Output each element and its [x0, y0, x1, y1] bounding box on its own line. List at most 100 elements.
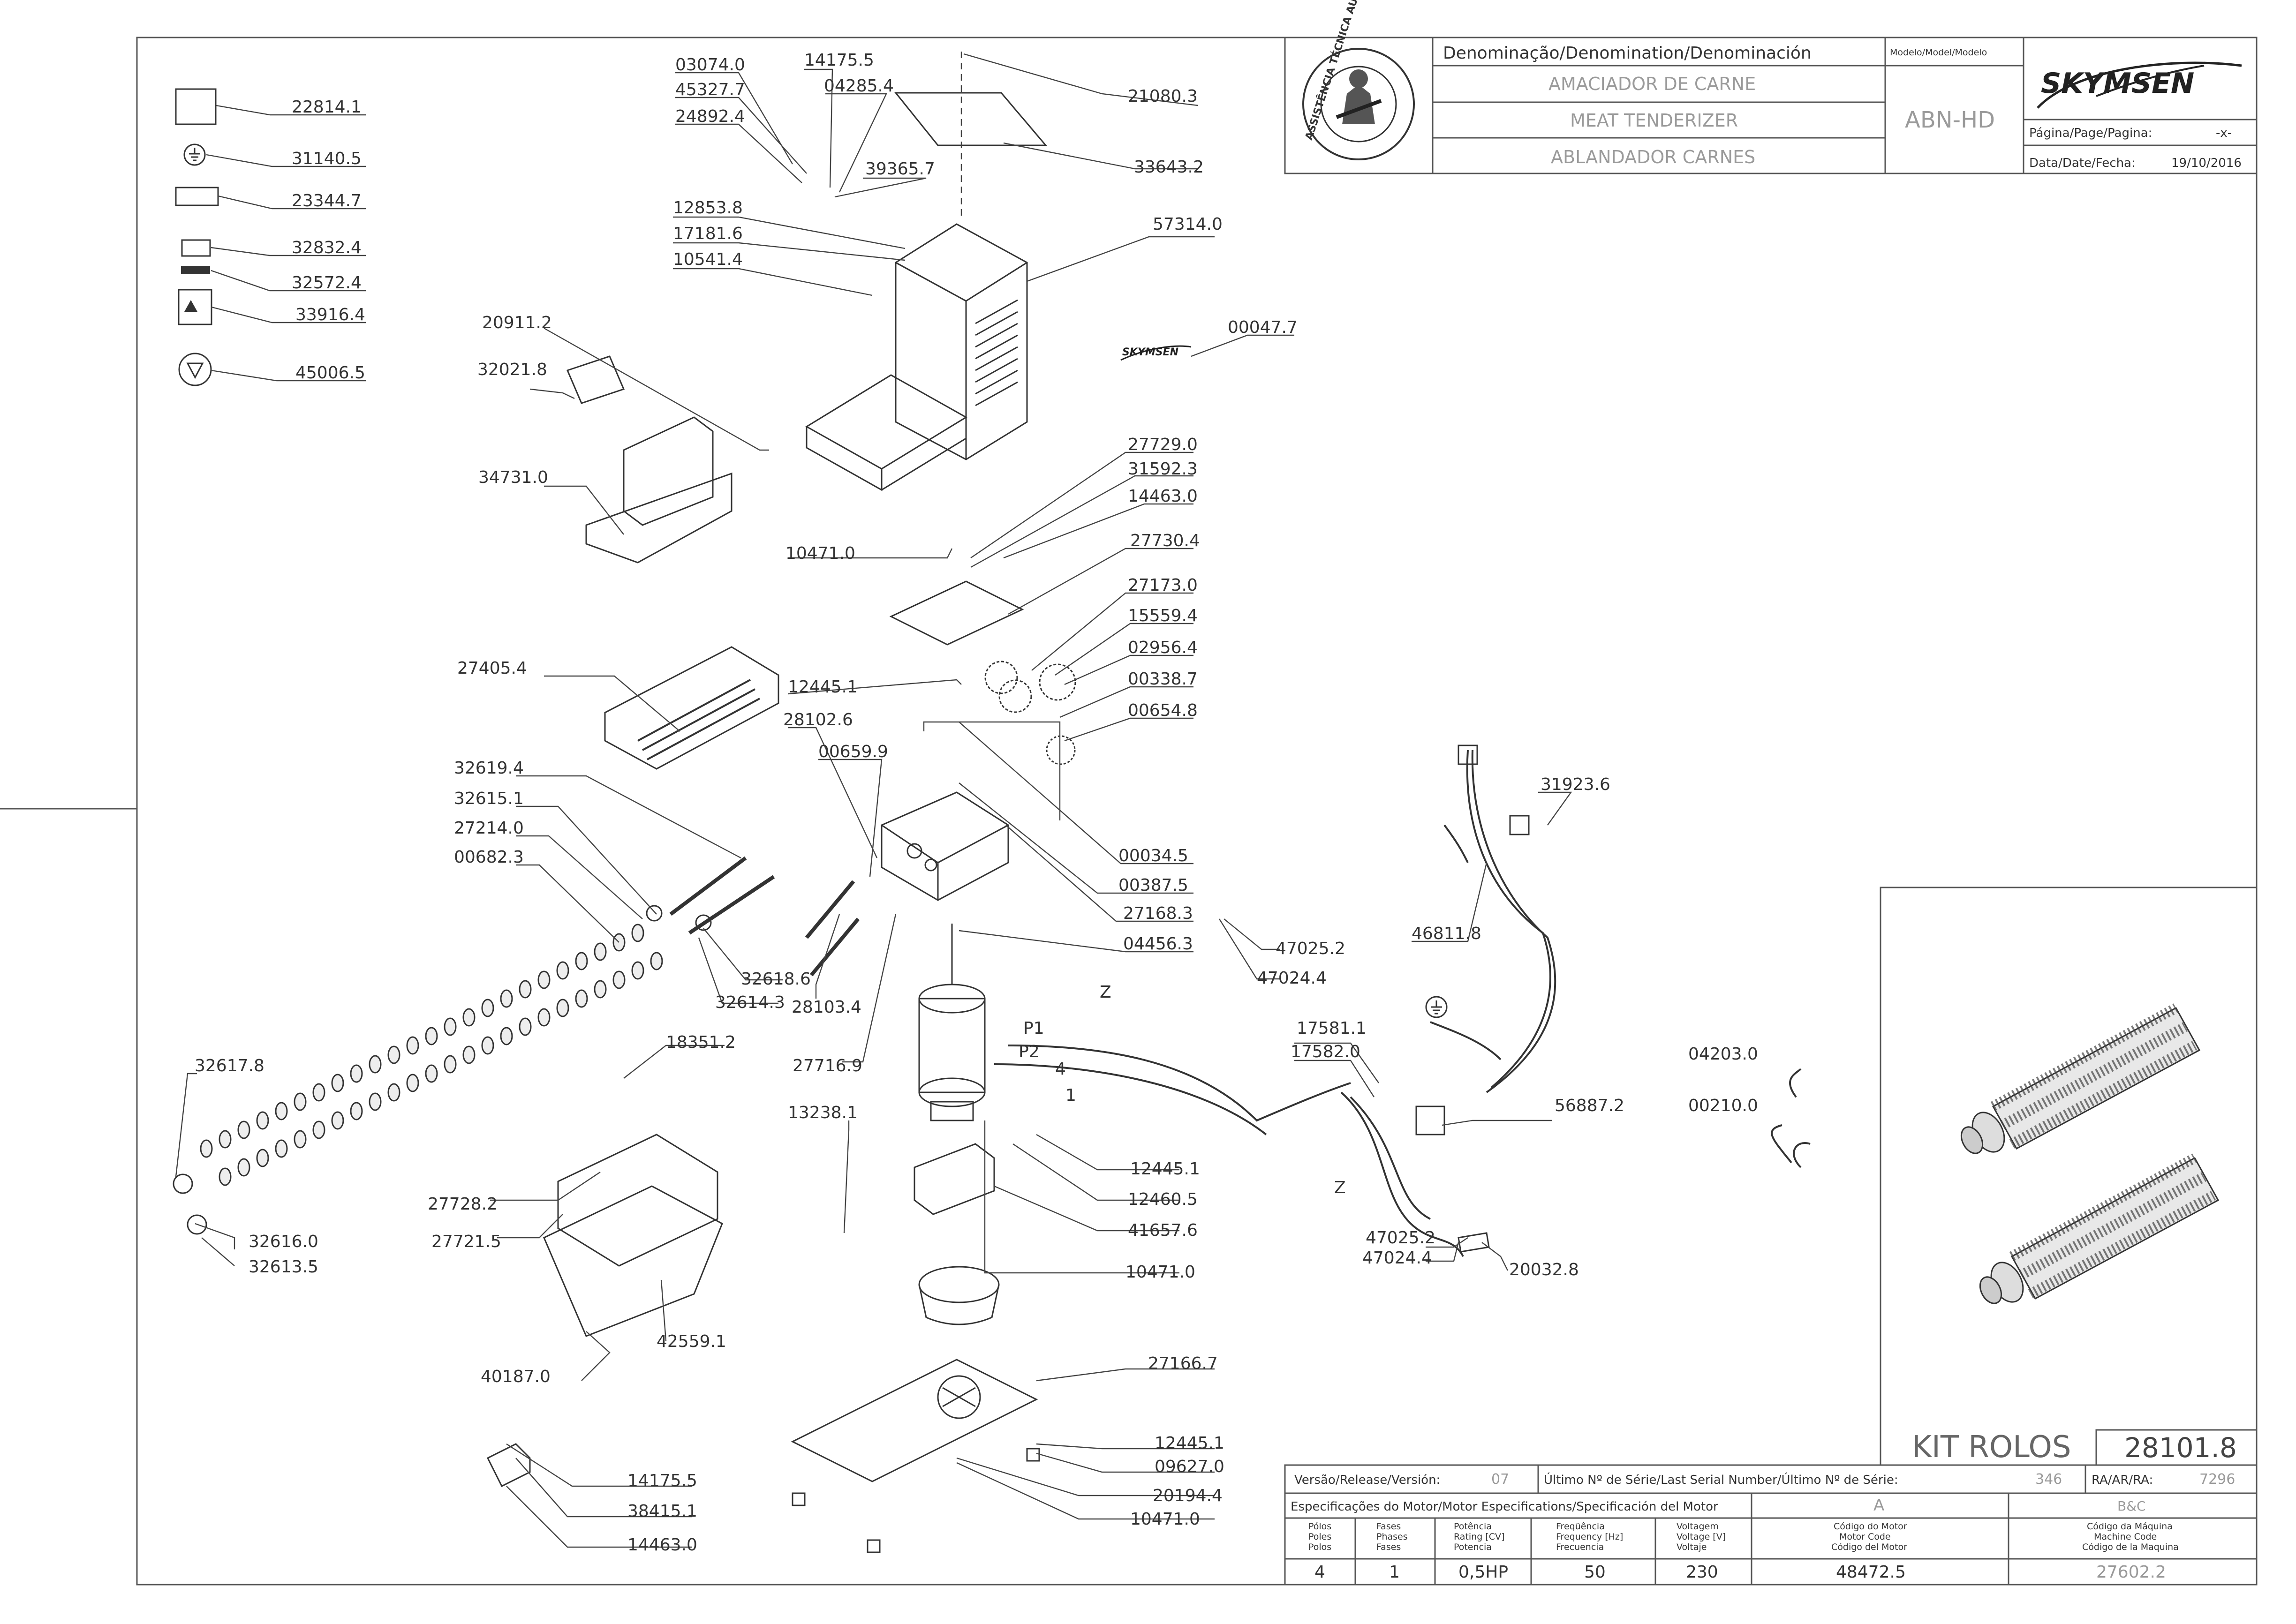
- svg-text:Frequency [Hz]: Frequency [Hz]: [1556, 1532, 1623, 1542]
- svg-text:Poles: Poles: [1308, 1532, 1331, 1542]
- part-label: 27214.0: [454, 819, 524, 838]
- skymsen-logo: SKYMSEN: [2037, 61, 2242, 109]
- part-label: 14463.0: [1128, 487, 1198, 506]
- motor-rating-header: Potência Rating [CV] Potencia: [1454, 1521, 1504, 1552]
- svg-text:Código do Motor: Código do Motor: [1834, 1521, 1907, 1532]
- svg-text:Código de la Maquina: Código de la Maquina: [2082, 1542, 2179, 1552]
- part-label: 03074.0: [675, 55, 745, 75]
- part-label: 32021.8: [477, 360, 547, 379]
- last-serial-label: Último Nº de Série/Last Serial Number/Úl…: [1544, 1472, 1898, 1487]
- part-label: 20911.2: [482, 313, 552, 332]
- wire-label: Z: [1100, 983, 1111, 1002]
- wire-label: P2: [1019, 1042, 1040, 1061]
- svg-text:Código da Máquina: Código da Máquina: [2087, 1521, 2173, 1532]
- drive-gears: [984, 661, 1076, 765]
- motor-code-header: Código do Motor Motor Code Código del Mo…: [1831, 1521, 1907, 1552]
- part-label: 10541.4: [673, 250, 743, 269]
- svg-text:Potência: Potência: [1454, 1521, 1492, 1532]
- part-label: 24892.4: [675, 107, 745, 126]
- kit-rolos-inset: KIT ROLOS 28101.8: [1880, 887, 2258, 1466]
- part-label: 46811.8: [1412, 924, 1481, 943]
- part-label: 27166.7: [1148, 1354, 1218, 1373]
- ra-label: RA/AR/RA:: [2092, 1473, 2153, 1487]
- roller-frame: [604, 646, 779, 770]
- part-label: 32572.4: [292, 273, 362, 293]
- part-label: 31923.6: [1541, 775, 1610, 794]
- part-label: 12853.8: [673, 198, 743, 218]
- part-label: 27173.0: [1128, 576, 1198, 595]
- motor-mount-bracket: [914, 1143, 995, 1215]
- part-label: 27716.9: [793, 1056, 862, 1075]
- part-label: 20194.4: [1153, 1486, 1223, 1505]
- svg-text:Código del Motor: Código del Motor: [1831, 1542, 1907, 1552]
- part-label: 15559.4: [1128, 606, 1198, 625]
- motor-housing: [805, 223, 1028, 491]
- part-label: 27721.5: [431, 1232, 501, 1251]
- part-label: 00659.9: [818, 742, 888, 761]
- part-label: 27728.2: [428, 1195, 498, 1214]
- svg-text:Fases: Fases: [1376, 1542, 1401, 1552]
- part-label: 12445.1: [1130, 1159, 1200, 1179]
- tenderizer-roller-bottom: [1979, 1153, 2220, 1304]
- part-label: 32832.4: [292, 238, 362, 257]
- motor-spec-header: Especificações do Motor/Motor Especifica…: [1291, 1500, 1718, 1514]
- part-label: 00654.8: [1128, 701, 1198, 720]
- part-label: 17582.0: [1291, 1042, 1360, 1061]
- wire-labels: P1 P2 4 1 Z Z: [1019, 983, 1346, 1197]
- part-label: 12460.5: [1128, 1190, 1198, 1209]
- part-label: 04456.3: [1123, 934, 1193, 954]
- motor-poles-header: Pólos Poles Polos: [1308, 1521, 1331, 1552]
- handle-clamp: [486, 1443, 531, 1488]
- wire-label: 1: [1065, 1086, 1076, 1105]
- part-label: 00034.5: [1118, 846, 1188, 865]
- svg-text:Potencia: Potencia: [1454, 1542, 1492, 1552]
- label-stickers: [175, 88, 219, 386]
- machine-name-es: ABLANDADOR CARNES: [1551, 147, 1755, 167]
- part-label: 47025.2: [1276, 939, 1345, 958]
- part-label: 47025.2: [1366, 1228, 1435, 1248]
- part-label: 31140.5: [292, 149, 362, 168]
- part-label: 32613.5: [249, 1257, 318, 1277]
- label-rectangle-icon: [175, 187, 219, 206]
- part-label: 45006.5: [295, 363, 365, 383]
- part-label: 33643.2: [1134, 158, 1204, 177]
- part-label: 32616.0: [249, 1232, 318, 1251]
- wire-label: Z: [1334, 1178, 1346, 1197]
- base-plate: [791, 1359, 1038, 1482]
- page-value: -x-: [2216, 126, 2232, 140]
- svg-text:Voltaje: Voltaje: [1677, 1542, 1707, 1552]
- svg-text:Polos: Polos: [1308, 1542, 1331, 1552]
- part-label: 17181.6: [673, 224, 743, 243]
- svg-text:Voltage [V]: Voltage [V]: [1677, 1532, 1726, 1542]
- part-label: 21080.3: [1128, 87, 1198, 106]
- wiring-harness: [994, 744, 1556, 1257]
- machine-code-header: Código da Máquina Machine Code Código de…: [2082, 1521, 2179, 1552]
- part-label: 32615.1: [454, 789, 524, 808]
- skymsen-small-logo: SKYMSEN: [1120, 345, 1192, 361]
- part-label: 12445.1: [1155, 1434, 1224, 1453]
- part-label: 00682.3: [454, 848, 524, 867]
- release-motor-table: Versão/Release/Versión: 07 Último Nº de …: [1284, 1464, 2258, 1586]
- svg-text:Machine Code: Machine Code: [2094, 1532, 2157, 1542]
- gearbox-body: [881, 791, 1009, 901]
- svg-text:Fases: Fases: [1376, 1521, 1401, 1532]
- kit-label: KIT ROLOS: [1912, 1430, 2071, 1465]
- motor-voltage-header: Voltagem Voltage [V] Voltaje: [1677, 1521, 1726, 1552]
- last-serial-value: 346: [2035, 1471, 2062, 1488]
- label-voltage-icon: [181, 239, 211, 257]
- feed-hopper: [566, 355, 733, 564]
- part-label: 47024.4: [1362, 1248, 1432, 1268]
- part-label: 27405.4: [457, 659, 527, 678]
- part-label: 14175.5: [627, 1471, 697, 1490]
- svg-text:Voltagem: Voltagem: [1677, 1521, 1719, 1532]
- end-bearings: [173, 905, 712, 1235]
- part-label: 39365.7: [865, 159, 935, 179]
- warning-label-icon: [178, 289, 212, 325]
- authorized-service-seal: ASSISTÊNCIA TÉCNICA AUTORIZADA: [1302, 0, 1415, 160]
- part-label: 13238.1: [788, 1103, 858, 1122]
- wiring-ground-symbol-icon: [1425, 996, 1448, 1018]
- label-brand-tag-icon: [181, 266, 210, 274]
- motor-voltage-value: 230: [1686, 1563, 1718, 1582]
- part-label: 33916.4: [295, 305, 365, 324]
